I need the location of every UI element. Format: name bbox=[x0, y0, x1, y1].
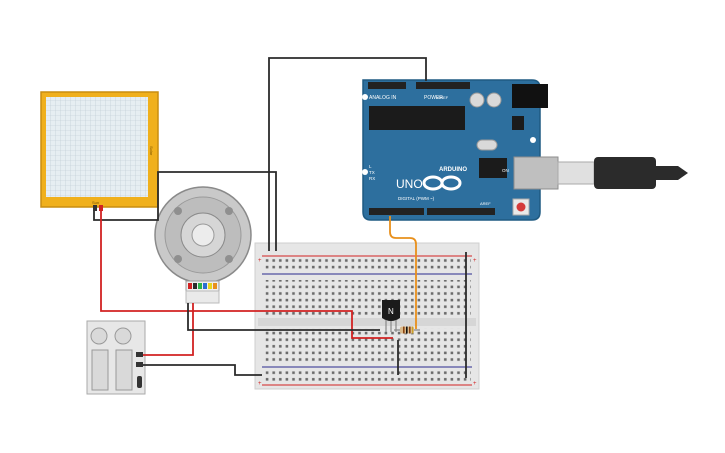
solar-panel[interactable]: Solar Sun bbox=[40, 91, 159, 211]
bottom-power-rail[interactable] bbox=[263, 369, 471, 383]
wire-signal-pin[interactable] bbox=[389, 216, 417, 329]
battery-terminal-pos[interactable] bbox=[136, 352, 143, 357]
usb-cable[interactable] bbox=[557, 157, 688, 189]
battery-pack[interactable] bbox=[86, 320, 146, 395]
mount-hole-3 bbox=[530, 137, 536, 143]
npn-transistor[interactable]: N bbox=[382, 300, 400, 332]
motor-screw-2 bbox=[225, 207, 233, 215]
usb-port[interactable] bbox=[513, 156, 559, 190]
aref-label: AREF bbox=[480, 201, 491, 206]
wire-solar-pos[interactable] bbox=[100, 211, 393, 339]
solar-label-side: Solar bbox=[149, 146, 154, 156]
digital-header-high[interactable] bbox=[427, 208, 495, 215]
rail-plus-label-bottom: + bbox=[258, 381, 262, 387]
wire-battery-pos-to-motor[interactable] bbox=[143, 303, 194, 356]
lower-terminal-strip[interactable] bbox=[263, 328, 471, 363]
digital-label: DIGITAL (PWM ~) bbox=[398, 196, 435, 201]
battery-switch[interactable] bbox=[137, 376, 142, 388]
solar-terminal-pos[interactable] bbox=[99, 205, 103, 211]
upper-terminal-strip[interactable] bbox=[263, 280, 471, 315]
wire-gnd-arduino-to-breadboard[interactable] bbox=[268, 57, 427, 251]
resistor[interactable] bbox=[394, 326, 420, 334]
rail-plus-label: + bbox=[258, 258, 262, 264]
power-header[interactable] bbox=[416, 82, 470, 89]
on-led-label: ON bbox=[502, 168, 509, 173]
usb-interface-chip bbox=[479, 158, 507, 178]
digital-header-low[interactable] bbox=[369, 208, 424, 215]
wire-motor-to-transistor[interactable] bbox=[187, 303, 380, 331]
mount-hole-2 bbox=[362, 169, 368, 175]
motor-screw-3 bbox=[174, 255, 182, 263]
wire-battery-neg-to-rail[interactable] bbox=[143, 364, 262, 376]
top-power-rail[interactable] bbox=[263, 258, 471, 272]
voltage-regulator bbox=[512, 116, 524, 130]
tx-label: TX bbox=[369, 170, 375, 175]
center-channel bbox=[258, 318, 476, 326]
reset-button-cap[interactable] bbox=[516, 202, 526, 212]
dc-gear-motor[interactable] bbox=[154, 186, 252, 304]
power-label: POWER bbox=[424, 95, 443, 101]
arduino-uno-board[interactable]: UNO ARDUINO POWER ANALOG IN DIGITAL (PWM… bbox=[362, 79, 559, 221]
capacitor-2 bbox=[486, 92, 502, 108]
motor-screw-1 bbox=[174, 207, 182, 215]
solar-terminal-neg[interactable] bbox=[93, 205, 97, 211]
microcontroller-chip bbox=[369, 106, 465, 130]
analog-label: ANALOG IN bbox=[369, 95, 397, 101]
crystal bbox=[476, 139, 498, 151]
dc-power-jack[interactable] bbox=[512, 84, 548, 108]
board-brand-label: ARDUINO bbox=[439, 167, 467, 173]
solar-label-bottom: Sun bbox=[92, 200, 99, 205]
breadboard[interactable]: + + + + bbox=[254, 242, 480, 390]
mount-hole-1 bbox=[362, 94, 368, 100]
capacitor-1 bbox=[469, 92, 485, 108]
rail-plus-label-right: + bbox=[473, 258, 477, 264]
analog-header[interactable] bbox=[368, 82, 406, 89]
rail-plus-label-bottom-right: + bbox=[473, 381, 477, 387]
battery-terminal-neg[interactable] bbox=[136, 362, 143, 367]
board-model-label: UNO bbox=[396, 177, 423, 191]
rx-label: RX bbox=[369, 176, 375, 181]
transistor-label: N bbox=[388, 307, 394, 316]
wire-solar-neg[interactable] bbox=[93, 171, 277, 251]
motor-screw-4 bbox=[225, 255, 233, 263]
arduino-logo-icon bbox=[422, 175, 462, 191]
l-led-label: L bbox=[369, 164, 372, 169]
ioref-label: IOREF bbox=[436, 95, 449, 100]
